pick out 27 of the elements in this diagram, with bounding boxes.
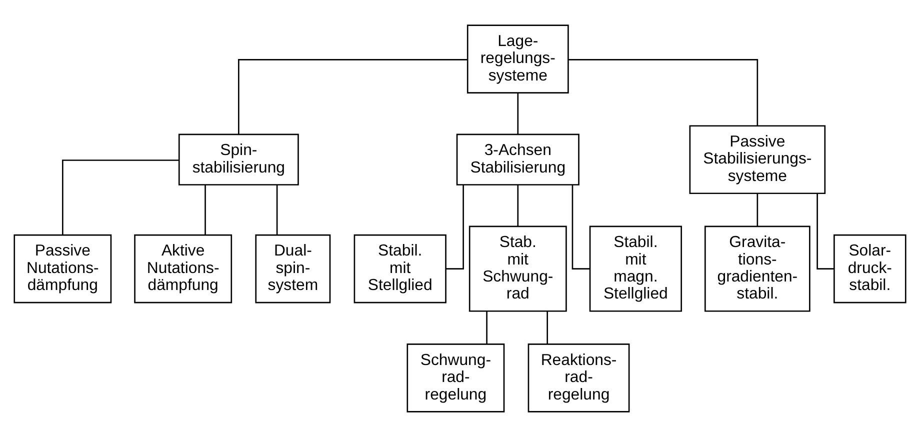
connector — [446, 184, 464, 270]
connector — [756, 194, 758, 226]
connector — [568, 59, 758, 126]
node-box: Schwung- rad- regelung — [406, 344, 505, 412]
node-box: Stab. mit Schwung- rad — [468, 226, 567, 312]
connector — [517, 184, 519, 226]
connector — [62, 160, 180, 234]
connector — [204, 184, 206, 235]
node-box: Reaktions- rad- regelung — [528, 344, 630, 412]
node-box: Passive Stabilisierungs- systeme — [689, 125, 826, 194]
node-box: Solar- druck- stabil. — [834, 234, 906, 304]
connector — [276, 184, 278, 235]
connector — [517, 93, 519, 134]
node-box: Aktive Nutations- dämpfung — [134, 234, 232, 304]
connector — [816, 194, 834, 270]
node-box: Gravita- tions- gradienten- stabil. — [704, 226, 810, 312]
node-box: Dual- spin- system — [255, 234, 331, 304]
node-box: Lage- regelungs- systeme — [466, 24, 569, 94]
node-box: 3-Achsen Stabilisierung — [456, 134, 580, 186]
node-box: Spin- stabilisierung — [178, 134, 299, 186]
connector — [238, 59, 468, 134]
connector — [546, 311, 548, 344]
node-box: Passive Nutations- dämpfung — [14, 234, 112, 304]
connector — [486, 311, 488, 344]
connector — [572, 184, 590, 270]
node-box: Stabil. mit magn. Stellglied — [589, 226, 682, 312]
node-box: Stabil. mit Stellglied — [354, 234, 446, 304]
